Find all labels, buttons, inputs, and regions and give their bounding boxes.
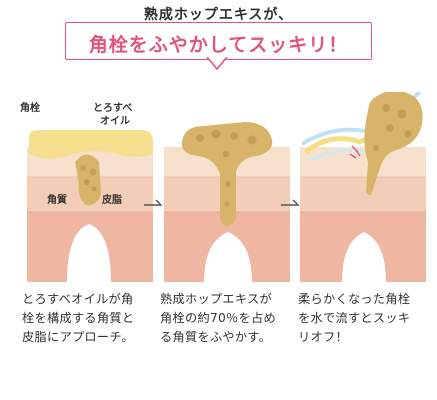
- label-oil-line2: オイル: [100, 116, 130, 127]
- chevron-right-icon: [144, 199, 163, 206]
- header-title: 角栓をふやかしてスッキリ！: [88, 34, 349, 56]
- speech-bubble: [65, 22, 372, 60]
- step2-description: 熟成ホップエキスが角栓の約70％を占める角質をふやかす。: [160, 292, 277, 344]
- chevron-right-icon: [281, 199, 300, 206]
- step2-illustration: [164, 92, 290, 282]
- skin-pore-with-oil-icon: [27, 130, 153, 282]
- label-keratin: 角質: [47, 195, 67, 206]
- label-oil-line1: とろすべ: [93, 103, 133, 114]
- swollen-keratin-plug-icon: [164, 122, 290, 282]
- header: 熟成ホップエキスが、 角栓をふやかしてスッキリ！: [0, 0, 437, 80]
- step3-description: 柔らかくなった角栓を水で流すとスッキリオフ！: [298, 292, 411, 344]
- speech-bubble-tail-icon: [206, 57, 228, 71]
- label-plug: 角栓: [20, 103, 40, 114]
- header-subtitle: 熟成ホップエキスが、: [143, 7, 294, 23]
- step1-illustration: [27, 92, 153, 282]
- water-splash-icon: [300, 92, 426, 282]
- step3-illustration: [300, 92, 426, 282]
- step1-description: とろすべオイルが角栓を構成する角質と皮脂にアプローチ。: [22, 292, 135, 344]
- label-sebum: 皮脂: [102, 195, 122, 206]
